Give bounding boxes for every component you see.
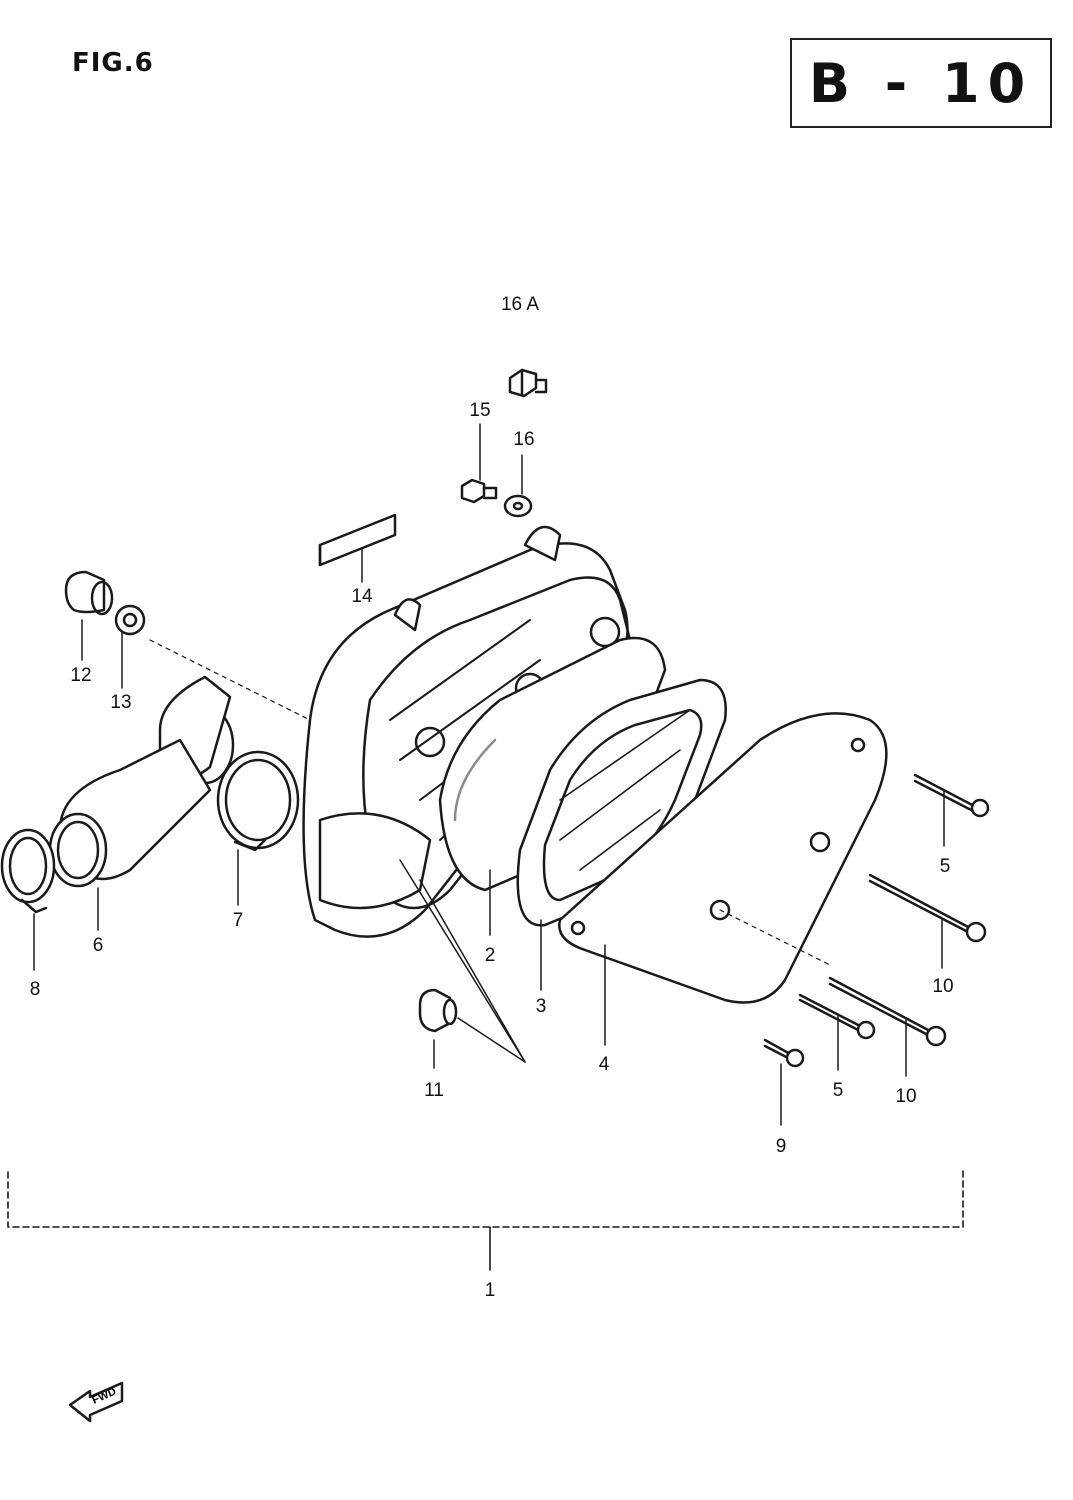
part-13-clip	[114, 604, 146, 689]
part-6-elbow	[48, 738, 212, 931]
callout-8: 8	[29, 979, 41, 1000]
part-9-screw	[763, 1038, 805, 1126]
fwd-arrow-icon	[68, 1381, 124, 1423]
callout-2: 2	[484, 945, 496, 966]
part-5-screw-upper	[913, 773, 990, 847]
part-10-bolt-upper	[868, 873, 987, 969]
part-3-frame	[516, 678, 727, 991]
page-code-box: B - 10	[790, 38, 1052, 128]
callout-14: 14	[351, 586, 373, 607]
callout-10-upper: 10	[932, 976, 954, 997]
callout-10-lower: 10	[895, 1086, 917, 1107]
callout-16: 16	[513, 429, 535, 450]
callout-15: 15	[469, 400, 491, 421]
page-code: B - 10	[808, 51, 1034, 115]
callout-1: 1	[484, 1280, 496, 1301]
part-16a-bolt	[508, 368, 548, 398]
callout-5-lower: 5	[832, 1080, 844, 1101]
part-14-strip	[318, 513, 397, 583]
callout-12: 12	[70, 665, 92, 686]
part-15-bolt	[460, 423, 498, 504]
callout-16a: 16 A	[500, 294, 540, 315]
callout-4: 4	[598, 1054, 610, 1075]
callout-11: 11	[424, 1080, 444, 1101]
part-10-bolt-lower	[828, 976, 947, 1077]
part-16-washer	[503, 454, 533, 518]
callout-5-upper: 5	[939, 856, 951, 877]
callout-9: 9	[775, 1136, 787, 1157]
part-11-grommet	[399, 859, 526, 1069]
callout-13: 13	[110, 692, 132, 713]
part-5-screw-lower	[798, 993, 876, 1071]
part-12-sleeve	[64, 570, 114, 661]
callout-6: 6	[92, 935, 104, 956]
assembly-bracket-1	[7, 1168, 964, 1271]
callout-3: 3	[535, 996, 547, 1017]
callout-7: 7	[232, 910, 244, 931]
figure-label: FIG.6	[72, 48, 154, 78]
part-8-clamp	[0, 828, 56, 971]
part-4-cover	[558, 712, 888, 1046]
